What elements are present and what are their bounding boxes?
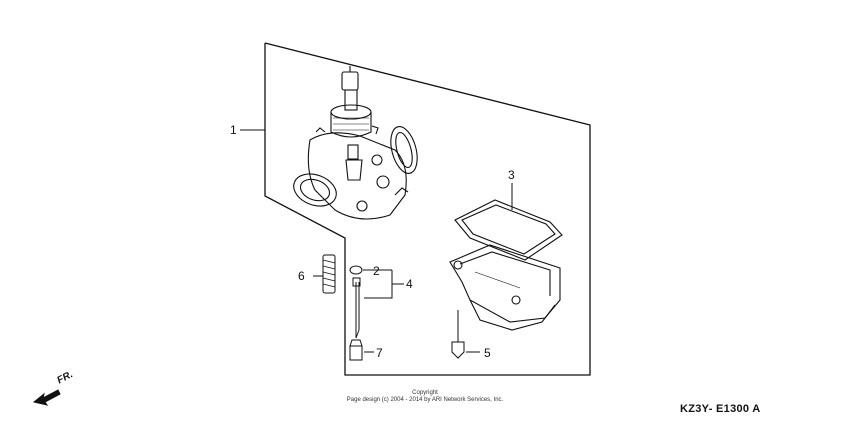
callout-7: 7 xyxy=(376,346,383,360)
jet-needle-set xyxy=(349,265,363,339)
float-chamber xyxy=(449,244,561,331)
copyright-line-2: Page design (c) 2004 - 2014 by ARI Netwo… xyxy=(346,397,504,403)
assembly-outline xyxy=(264,42,591,376)
float-chamber-gasket xyxy=(454,199,563,261)
drain-screw xyxy=(451,310,465,359)
copyright-line-1: Copyright xyxy=(412,390,438,396)
callout-5: 5 xyxy=(484,346,491,360)
carburetor-assembly xyxy=(293,66,418,220)
callout-2: 2 xyxy=(373,264,380,278)
callout-1: 1 xyxy=(230,123,237,137)
callout-4: 4 xyxy=(406,277,413,291)
diagram-code: KZ3Y- E1300 A xyxy=(680,403,761,415)
front-direction-arrow xyxy=(32,389,61,406)
callout-6: 6 xyxy=(298,269,305,283)
throttle-stop-spring xyxy=(322,254,336,294)
callout-3: 3 xyxy=(508,168,515,182)
leader-4 xyxy=(364,270,393,299)
main-jet xyxy=(349,339,363,361)
